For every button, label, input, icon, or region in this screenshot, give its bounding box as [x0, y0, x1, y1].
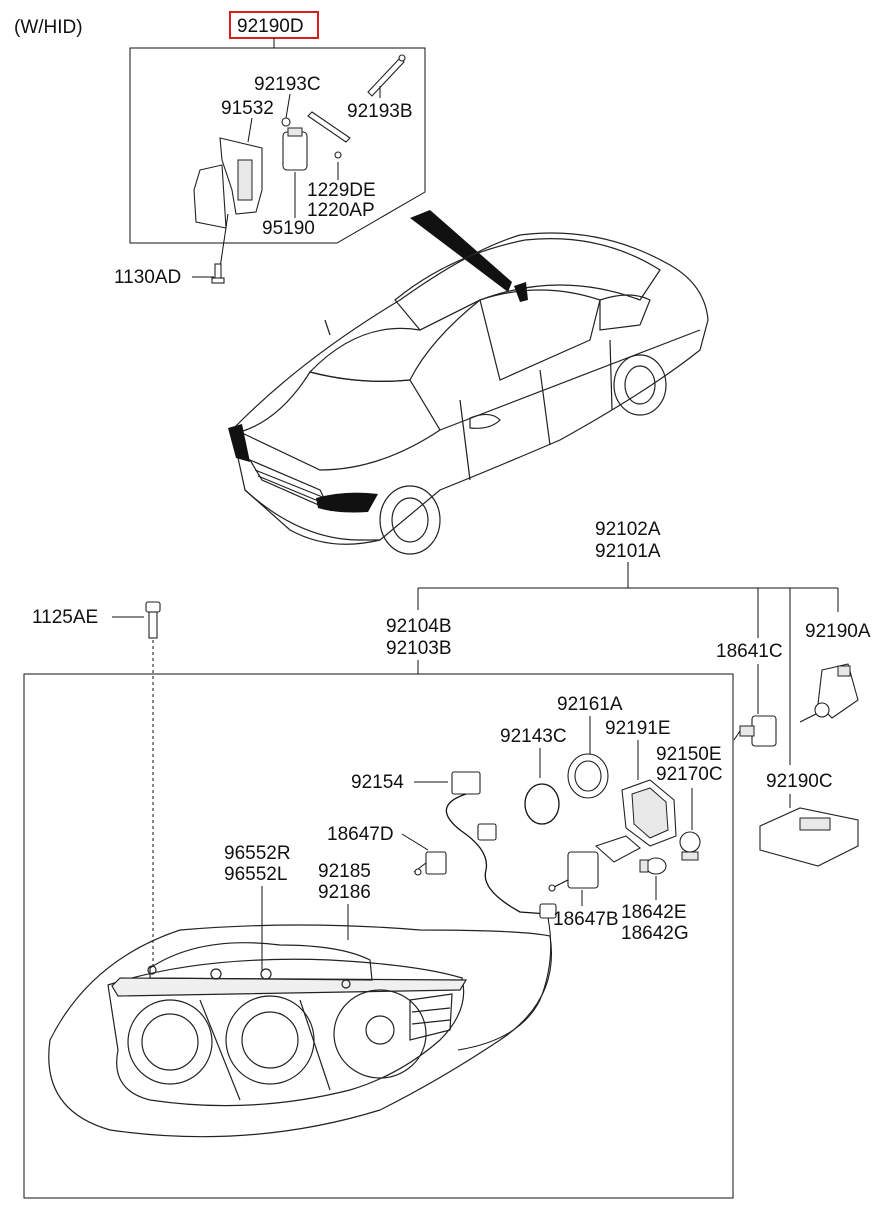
callout-18647B[interactable]: 18647B [553, 909, 619, 930]
ballast-92190C-part [759, 807, 859, 867]
callout-1229DE[interactable]: 1229DE [307, 180, 376, 201]
callout-18642G[interactable]: 18642G [621, 923, 689, 944]
hid-bulb-18641C-part [733, 715, 777, 747]
screw-1130AD-part [211, 263, 225, 284]
callout-92190C[interactable]: 92190C [766, 771, 833, 792]
leader-18647D [401, 833, 429, 851]
callout-92150E[interactable]: 92150E [656, 744, 722, 765]
actuator-motor-part [282, 127, 308, 171]
inset-frame-92190D [129, 47, 426, 244]
callout-91532[interactable]: 91532 [221, 98, 274, 119]
callout-92101A[interactable]: 92101A [595, 541, 661, 562]
variant-label: (W/HID) [14, 17, 83, 38]
callout-18641C[interactable]: 18641C [716, 641, 783, 662]
callout-92185[interactable]: 92185 [318, 861, 371, 882]
callout-18642E[interactable]: 18642E [621, 902, 687, 923]
callout-92102A[interactable]: 92102A [595, 519, 661, 540]
headlamp-unit [48, 924, 552, 1138]
callout-96552L[interactable]: 96552L [224, 864, 287, 885]
rod-part [307, 54, 406, 143]
callout-1220AP[interactable]: 1220AP [307, 200, 375, 221]
callout-1125AE[interactable]: 1125AE [32, 607, 98, 628]
headlamp-assembly-frame [23, 673, 734, 1199]
actuator-92190A-part [799, 663, 859, 723]
socket-ring-92161A-part [567, 753, 609, 799]
callout-92190A[interactable]: 92190A [805, 621, 871, 642]
callout-95190[interactable]: 95190 [262, 218, 315, 239]
callout-92154[interactable]: 92154 [351, 772, 404, 793]
nut-part [281, 117, 342, 159]
callout-92143C[interactable]: 92143C [500, 726, 567, 747]
bolt-1125AE-part [145, 601, 161, 639]
car-illustration [231, 232, 709, 555]
car-headlamp-right [316, 492, 378, 513]
bulb-socket-92150E-part [679, 831, 701, 861]
callout-92170C[interactable]: 92170C [656, 764, 723, 785]
callout-92104B[interactable]: 92104B [386, 616, 452, 637]
callout-92103B[interactable]: 92103B [386, 638, 452, 659]
car-headlamp-left [228, 424, 250, 462]
location-pointer-arrow [410, 210, 512, 292]
o-ring-92143C-part [524, 783, 560, 825]
callout-92191E[interactable]: 92191E [605, 718, 671, 739]
wiring-harness-92154-part [445, 771, 557, 1051]
leveling-bracket-part [193, 137, 263, 269]
callout-92190D[interactable]: 92190D [237, 16, 304, 37]
callout-92193B[interactable]: 92193B [347, 101, 413, 122]
bulb-18647D-part [413, 851, 447, 876]
leader-91532 [247, 117, 253, 143]
callout-92193C[interactable]: 92193C [254, 74, 321, 95]
car-location-marker [514, 282, 528, 302]
callout-92161A[interactable]: 92161A [557, 694, 623, 715]
cover-92191E-part [621, 779, 677, 847]
callout-18647D[interactable]: 18647D [327, 824, 394, 845]
callout-92186[interactable]: 92186 [318, 882, 371, 903]
callout-1130AD[interactable]: 1130AD [114, 267, 181, 288]
clip-bracket-part [594, 835, 641, 863]
callout-96552R[interactable]: 96552R [224, 843, 291, 864]
hid-bulb-18647B-part [548, 851, 599, 892]
leader-92193C [285, 93, 291, 119]
bulb-18642E-part [639, 857, 667, 875]
